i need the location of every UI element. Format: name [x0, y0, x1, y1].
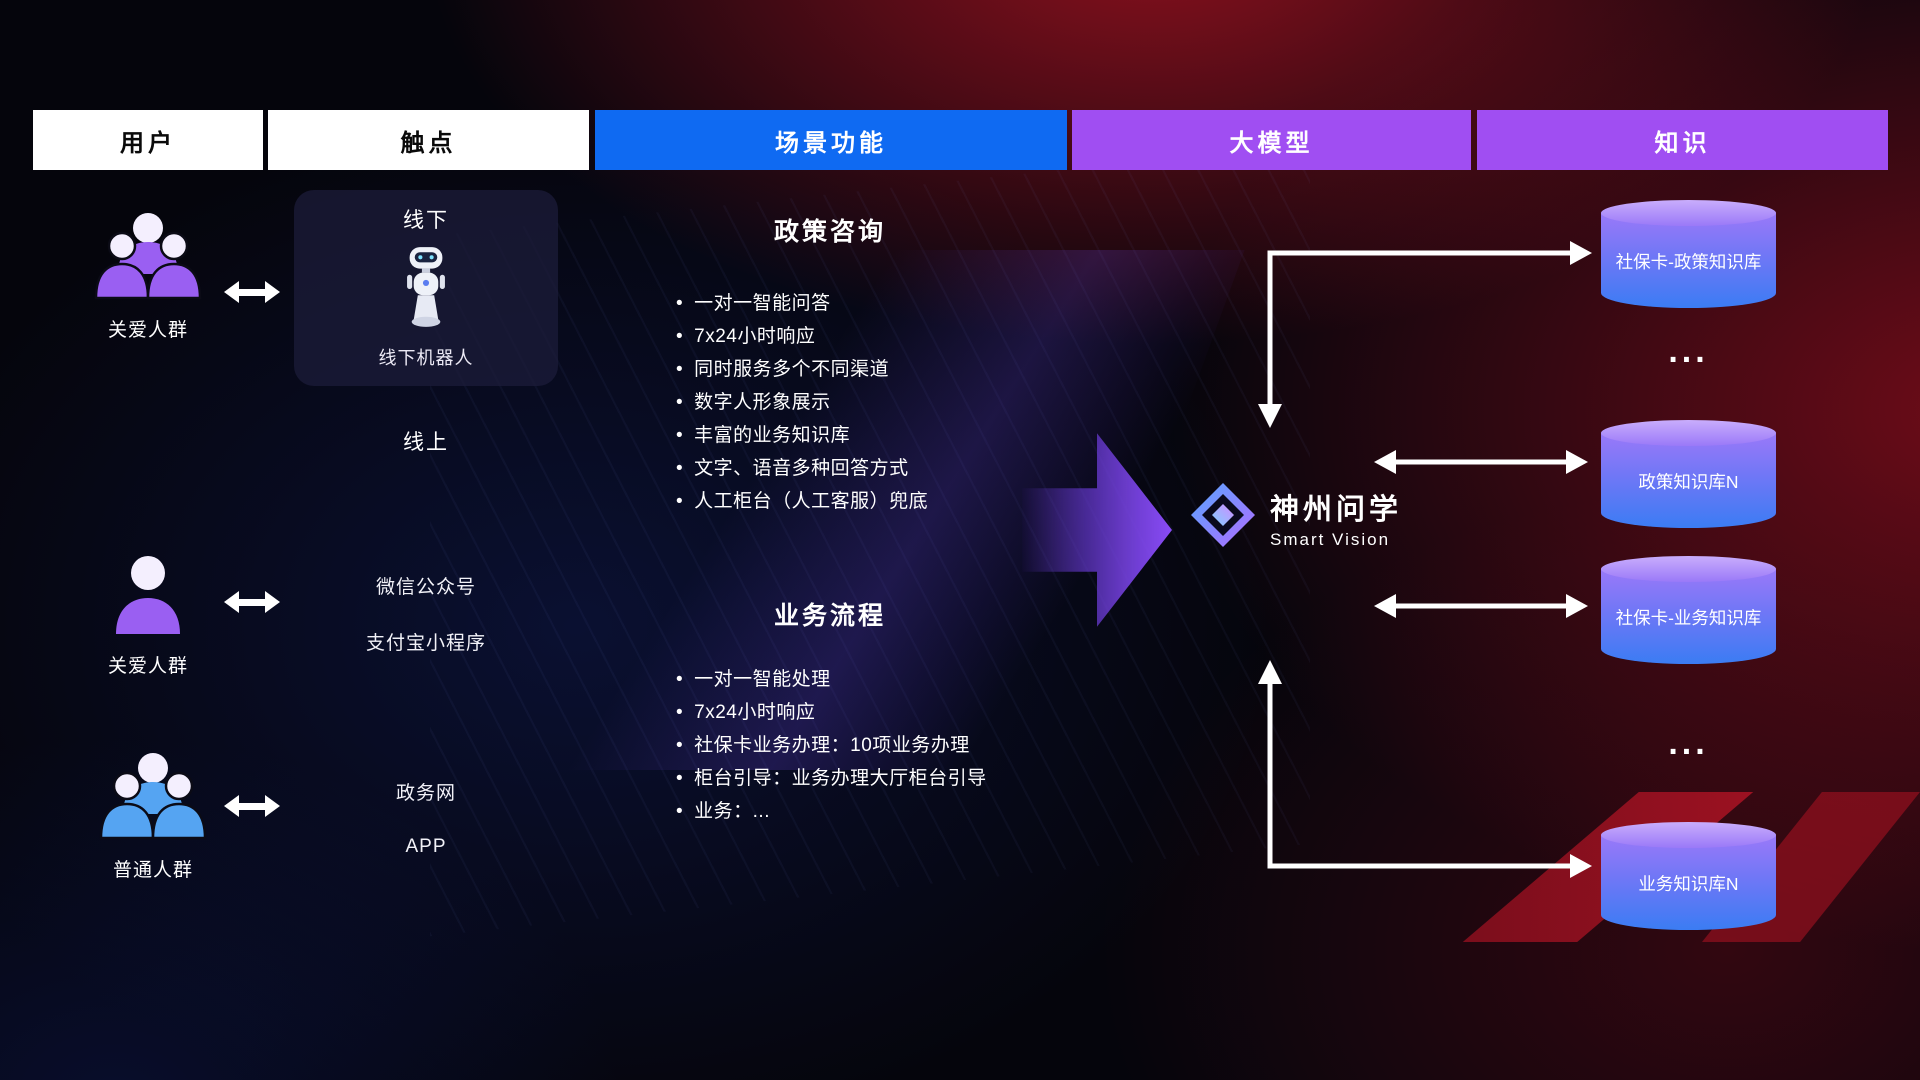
- touchpoint-alipay: 支付宝小程序: [365, 633, 486, 654]
- column-header-touchpoints: 触点: [268, 110, 589, 170]
- knowledge-db-label: 社保卡-政策知识库: [1615, 252, 1762, 272]
- diamond-logo-icon: [1190, 482, 1256, 553]
- group-icon: [92, 748, 214, 845]
- user-label: 关爱人群: [107, 320, 188, 341]
- knowledge-db-policy-n: 政策知识库N: [1601, 420, 1776, 528]
- user-group-care-2: 关爱人群: [92, 548, 204, 678]
- business-process-feature-list: 一对一智能处理 7x24小时响应 社保卡业务办理：10项业务办理 柜台引导：业务…: [676, 668, 1116, 833]
- model-logo-text: 神州问学 Smart Vision: [1270, 486, 1402, 550]
- database-cylinder-top: [1601, 822, 1776, 848]
- online-title: 线上: [403, 431, 449, 454]
- database-cylinder: [1601, 569, 1776, 664]
- list-item: 人工柜台（人工客服）兜底: [676, 490, 1116, 513]
- touchpoint-wechat: 微信公众号: [375, 577, 476, 598]
- list-item: 社保卡业务办理：10项业务办理: [676, 734, 1116, 757]
- list-item: 同时服务多个不同渠道: [676, 358, 1116, 381]
- list-item: 业务：...: [676, 800, 1116, 823]
- user-label: 普通人群: [112, 860, 193, 881]
- list-item: 7x24小时响应: [676, 701, 1116, 724]
- model-logo: 神州问学 Smart Vision: [1190, 482, 1402, 553]
- column-header-large-model: 大模型: [1072, 110, 1471, 170]
- touchpoint-app: APP: [405, 836, 447, 857]
- ellipsis-more-items: ...: [1668, 332, 1709, 370]
- knowledge-db-label: 社保卡-业务知识库: [1615, 608, 1762, 628]
- column-header-knowledge: 知识: [1477, 110, 1888, 170]
- person-icon: [107, 548, 189, 641]
- touchpoint-gov-web: 政务网: [395, 783, 456, 804]
- ellipsis-more-items: ...: [1668, 724, 1709, 762]
- list-item: 数字人形象展示: [676, 391, 1116, 414]
- robot-icon: [395, 244, 457, 335]
- offline-title: 线下: [403, 209, 449, 232]
- list-item: 一对一智能处理: [676, 668, 1116, 691]
- policy-consulting-feature-list: 一对一智能问答 7x24小时响应 同时服务多个不同渠道 数字人形象展示 丰富的业…: [676, 292, 1116, 523]
- model-subtitle: Smart Vision: [1270, 529, 1391, 549]
- list-item: 7x24小时响应: [676, 325, 1116, 348]
- database-cylinder: [1601, 835, 1776, 930]
- list-item: 一对一智能问答: [676, 292, 1116, 315]
- knowledge-db-label: 业务知识库N: [1638, 874, 1739, 894]
- scene-title-business-process: 业务流程: [773, 602, 886, 630]
- database-cylinder: [1601, 213, 1776, 308]
- list-item: 丰富的业务知识库: [676, 424, 1116, 447]
- column-header-users: 用户: [33, 110, 263, 170]
- list-item: 文字、语音多种回答方式: [676, 457, 1116, 480]
- column-header-scene-functions: 场景功能: [595, 110, 1067, 170]
- group-icon: [87, 208, 209, 305]
- database-cylinder: [1601, 433, 1776, 528]
- bidirectional-arrow-icon: [224, 591, 280, 613]
- bidirectional-arrow-icon: [224, 795, 280, 817]
- database-cylinder-top: [1601, 200, 1776, 226]
- database-cylinder-top: [1601, 420, 1776, 446]
- knowledge-db-label: 政策知识库N: [1638, 472, 1739, 492]
- knowledge-db-business-n: 业务知识库N: [1601, 822, 1776, 930]
- user-group-care-1: 关爱人群: [76, 208, 220, 342]
- scene-title-policy-consulting: 政策咨询: [773, 218, 886, 246]
- list-item: 柜台引导：业务办理大厅柜台引导: [676, 767, 1116, 790]
- user-group-general: 普通人群: [80, 748, 226, 882]
- bidirectional-arrow-icon: [224, 281, 280, 303]
- knowledge-db-social-policy: 社保卡-政策知识库: [1601, 200, 1776, 308]
- offline-touchpoint-card: 线下 线下机器人: [294, 190, 558, 386]
- offline-robot-label: 线下机器人: [378, 348, 474, 368]
- user-label: 关爱人群: [107, 656, 188, 677]
- knowledge-db-social-business: 社保卡-业务知识库: [1601, 556, 1776, 664]
- model-name: 神州问学: [1270, 493, 1403, 526]
- database-cylinder-top: [1601, 556, 1776, 582]
